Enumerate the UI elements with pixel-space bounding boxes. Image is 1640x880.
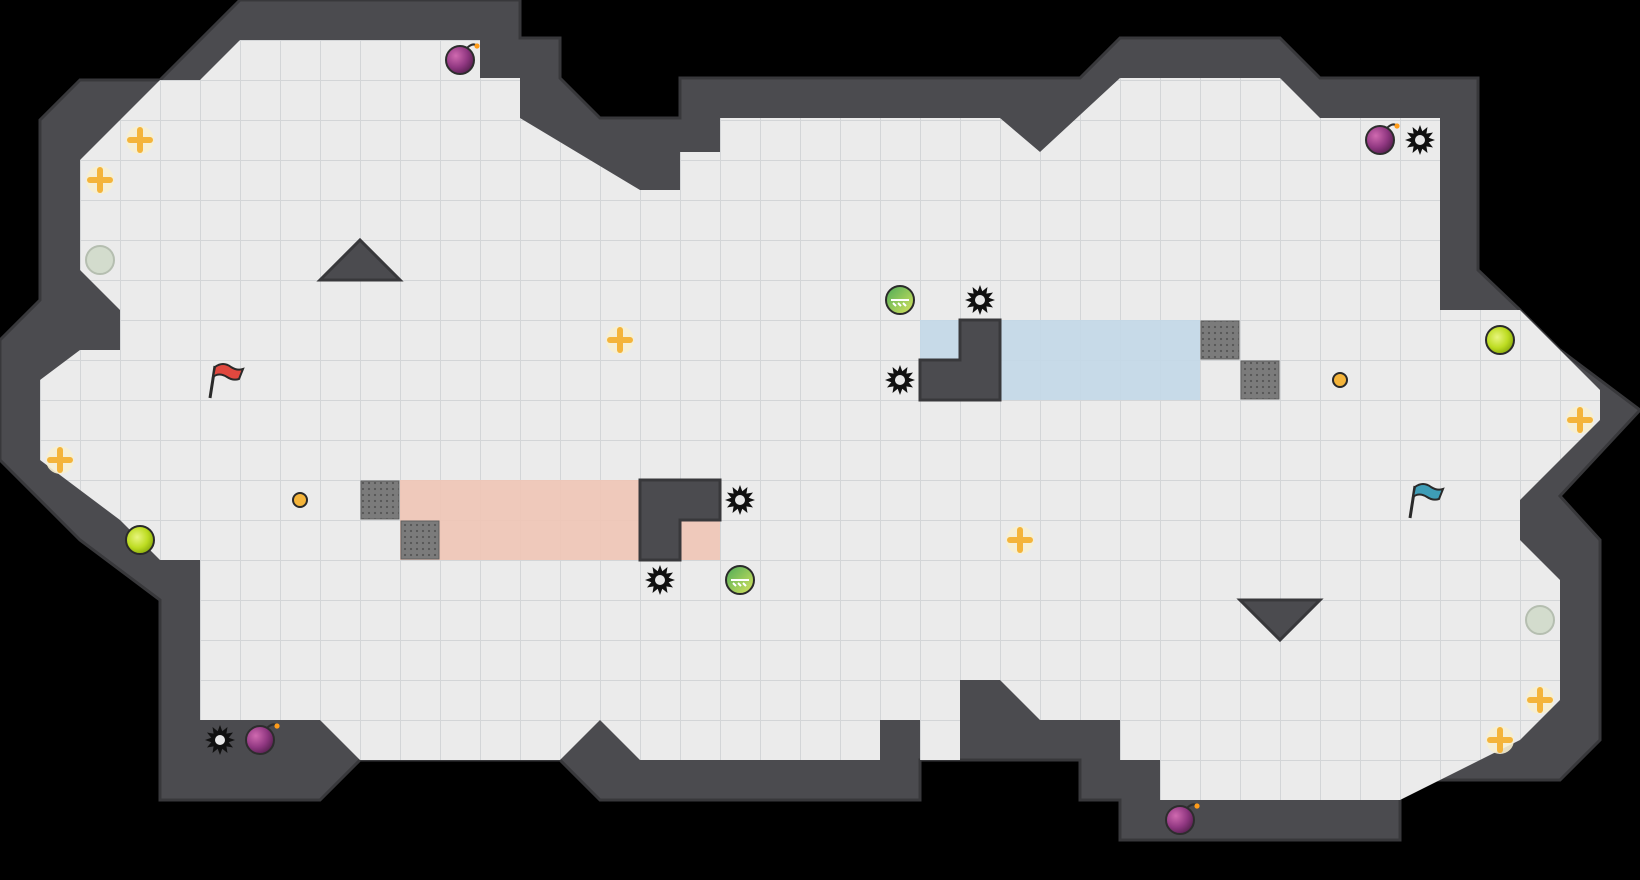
bomb-spark <box>1194 803 1200 809</box>
bomb-icon[interactable] <box>445 43 480 75</box>
boost-horizontal <box>47 457 73 463</box>
bomb-body <box>1165 805 1195 835</box>
ramp-up <box>316 237 404 282</box>
inactive-powerup-icon[interactable] <box>1525 605 1555 635</box>
inner-wall-blue <box>918 318 1002 402</box>
powerup-body <box>1485 325 1515 355</box>
vent-grate <box>1200 320 1240 360</box>
inactive-powerup-icon[interactable] <box>85 245 115 275</box>
arena-floor <box>40 40 1600 800</box>
spike-mine-icon[interactable] <box>725 485 755 515</box>
boost-horizontal <box>1487 737 1513 743</box>
boost-horizontal <box>87 177 113 183</box>
spike-core <box>1415 135 1425 145</box>
bomb-spark <box>274 723 280 729</box>
spike-core <box>735 495 745 505</box>
blue-flag-icon[interactable] <box>1408 483 1445 519</box>
boost-horizontal <box>127 137 153 143</box>
spike-core <box>215 735 225 745</box>
bomb-icon[interactable] <box>1165 803 1200 835</box>
speed-boost-icon[interactable] <box>1566 406 1594 434</box>
spike-core <box>975 295 985 305</box>
gate-button-body <box>292 492 308 508</box>
bomb-icon[interactable] <box>1365 123 1400 155</box>
team-boost-icon[interactable] <box>725 565 755 595</box>
gate-button-icon[interactable] <box>292 492 308 508</box>
boost-horizontal <box>1527 697 1553 703</box>
blue-team-zone <box>1000 320 1200 400</box>
bomb-spark <box>1394 123 1400 129</box>
powerup-icon[interactable] <box>1485 325 1515 355</box>
speed-boost-icon[interactable] <box>1526 686 1554 714</box>
inner-wall-red <box>638 478 722 562</box>
speed-boost-icon[interactable] <box>606 326 634 354</box>
flag-cloth <box>211 363 245 381</box>
spike-mine-icon[interactable] <box>1405 125 1435 155</box>
speed-boost-icon[interactable] <box>46 446 74 474</box>
team-boost-arrows <box>731 579 749 587</box>
speed-boost-icon[interactable] <box>126 126 154 154</box>
red-flag-icon[interactable] <box>208 363 245 399</box>
gate-button-icon[interactable] <box>1332 372 1348 388</box>
spike-mine-icon[interactable] <box>205 725 235 755</box>
team-boost-arrows <box>891 299 909 307</box>
powerup-icon[interactable] <box>125 525 155 555</box>
gate-button-body <box>1332 372 1348 388</box>
spike-mine-icon[interactable] <box>885 365 915 395</box>
spike-mine-icon[interactable] <box>645 565 675 595</box>
vent-grate <box>1240 360 1280 400</box>
arena-structure <box>0 0 1640 842</box>
arena-objects <box>46 43 1594 835</box>
speed-boost-icon[interactable] <box>1486 726 1514 754</box>
team-boost-icon[interactable] <box>885 285 915 315</box>
boost-horizontal <box>1007 537 1033 543</box>
powerup-body <box>85 245 115 275</box>
spike-core <box>655 575 665 585</box>
powerup-body <box>125 525 155 555</box>
vent-grate <box>360 480 400 520</box>
spike-core <box>895 375 905 385</box>
flag-cloth <box>1411 483 1445 501</box>
speed-boost-icon[interactable] <box>1006 526 1034 554</box>
bomb-body <box>245 725 275 755</box>
boost-horizontal <box>607 337 633 343</box>
bomb-body <box>1365 125 1395 155</box>
ramp-down <box>1236 598 1324 643</box>
blue-team-zone <box>920 320 960 360</box>
red-team-zone <box>400 480 640 560</box>
bomb-body <box>445 45 475 75</box>
speed-boost-icon[interactable] <box>86 166 114 194</box>
vent-grate <box>400 520 440 560</box>
spike-mine-icon[interactable] <box>965 285 995 315</box>
powerup-body <box>1525 605 1555 635</box>
bomb-spark <box>474 43 480 49</box>
boost-horizontal <box>1567 417 1593 423</box>
bomb-icon[interactable] <box>245 723 280 755</box>
